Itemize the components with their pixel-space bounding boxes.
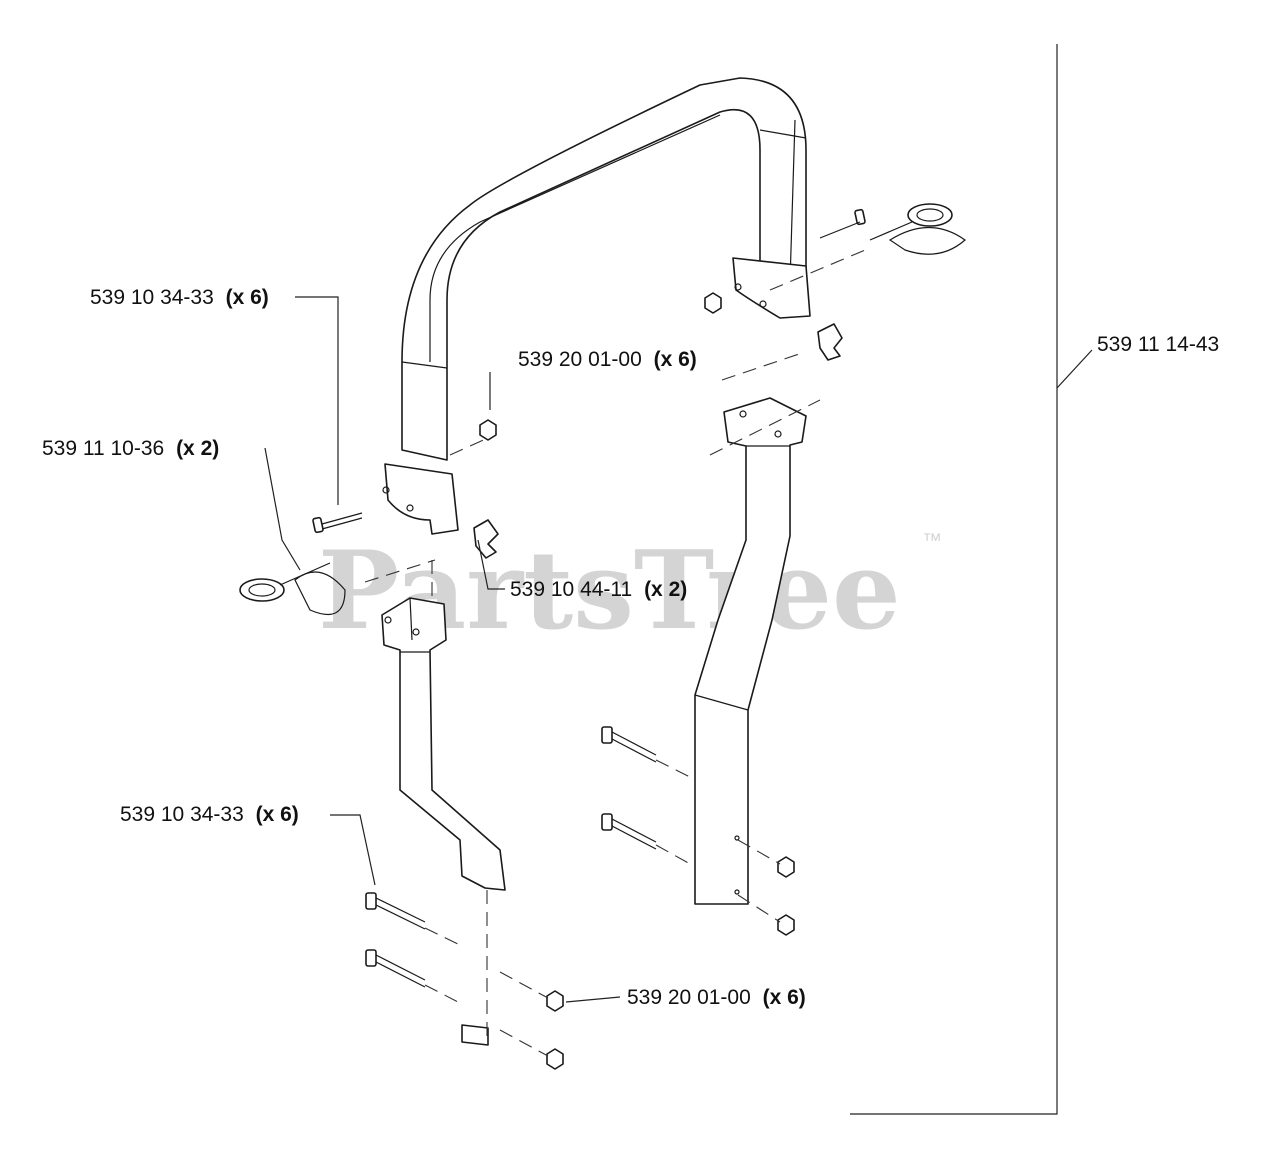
callout-assembly-part: 539 11 14-43 [1097, 333, 1219, 356]
callout-pin-qty: (x 2) [176, 437, 219, 460]
callout-pin-part: 539 11 10-36 [42, 437, 164, 460]
callout-bolt-upper: 539 10 34-33 (x 6) [90, 286, 269, 309]
callout-bolt-lower: 539 10 34-33 (x 6) [120, 803, 299, 826]
nuts [479, 292, 795, 1070]
lower-bolts-left [365, 892, 426, 988]
lower-bolts-right [601, 726, 657, 850]
callout-knob: 539 10 44-11 (x 2) [510, 578, 687, 601]
hitch-pin-left [239, 562, 346, 615]
callout-nut-lower-part: 539 20 01-00 [627, 986, 751, 1009]
callout-nut-lower: 539 20 01-00 (x 6) [627, 986, 806, 1009]
watermark-trademark: ™ [922, 530, 942, 552]
left-lower-leg [381, 597, 506, 1046]
callout-knob-qty: (x 2) [644, 578, 687, 601]
assembly-dash-lines [364, 247, 871, 1057]
upper-hoop [382, 77, 811, 535]
callout-pin: 539 11 10-36 (x 2) [42, 437, 219, 460]
callout-bolt-lower-qty: (x 6) [256, 803, 299, 826]
upper-bolts [312, 208, 866, 534]
leader-lines [264, 296, 621, 1003]
callout-assembly: 539 11 14-43 [1097, 333, 1219, 356]
knob-right [817, 323, 843, 361]
callout-nut-lower-qty: (x 6) [763, 986, 806, 1009]
callout-knob-part: 539 10 44-11 [510, 578, 632, 601]
assembly-bracket [850, 44, 1093, 1115]
hitch-pin-right [869, 203, 966, 255]
callout-nut-upper: 539 20 01-00 (x 6) [518, 348, 697, 371]
right-lower-leg [694, 397, 807, 905]
callout-bolt-upper-qty: (x 6) [226, 286, 269, 309]
callout-bolt-lower-part: 539 10 34-33 [120, 803, 244, 826]
callout-bolt-upper-part: 539 10 34-33 [90, 286, 214, 309]
callout-nut-upper-qty: (x 6) [654, 348, 697, 371]
callout-nut-upper-part: 539 20 01-00 [518, 348, 642, 371]
